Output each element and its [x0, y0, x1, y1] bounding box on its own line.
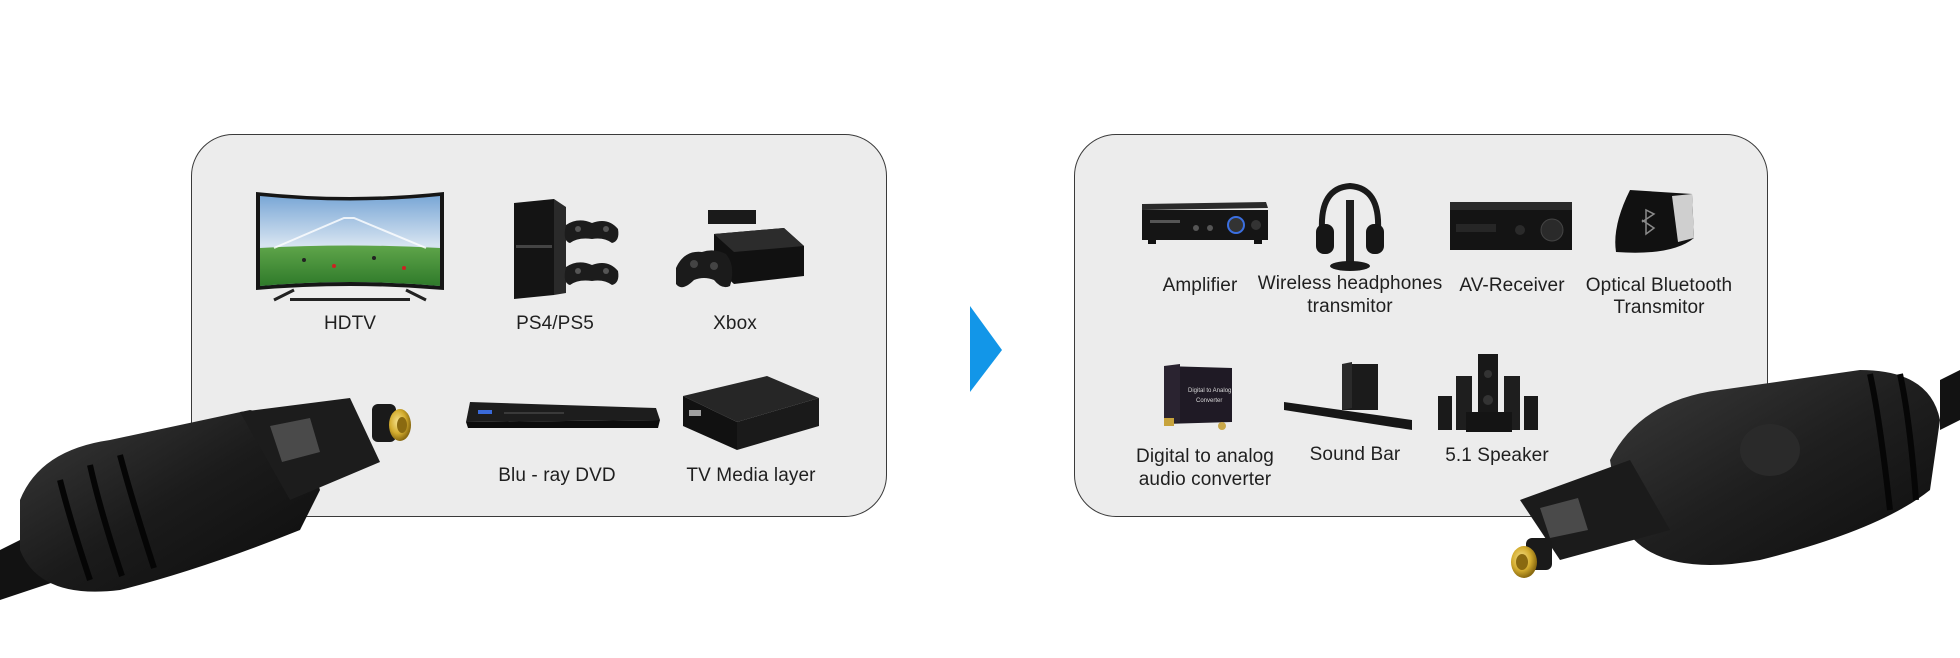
optical-plug-right: [1511, 370, 1960, 578]
device-xbox: [674, 206, 806, 296]
soundbar-icon: [1284, 362, 1412, 430]
device-label-xbox: Xbox: [713, 313, 757, 334]
av-receiver-icon: [1450, 202, 1572, 250]
device-label-soundbar: Sound Bar: [1309, 444, 1401, 465]
device-soundbar: [1282, 362, 1416, 440]
device-label-bluray: Blu - ray DVD: [498, 465, 616, 486]
device-label-bt-line2: Transmitor: [1613, 297, 1705, 318]
game-console-icon: [514, 199, 619, 299]
device-label-headphones-line2: transmitor: [1307, 296, 1393, 317]
device-av-receiver: [1448, 198, 1574, 256]
device-speaker-system: [1436, 352, 1542, 436]
amplifier-icon: [1142, 202, 1268, 244]
device-label-av-receiver: AV-Receiver: [1459, 275, 1565, 296]
speaker-system-icon: [1438, 354, 1538, 432]
device-label-dac-line2: audio converter: [1138, 469, 1272, 490]
device-label-ps4: PS4/PS5: [516, 313, 594, 334]
headphones-icon: [1316, 182, 1384, 271]
device-ps4: [508, 197, 620, 301]
device-bluray: [464, 398, 662, 432]
dac-converter-icon: [1164, 364, 1232, 430]
device-label-dac-line1: Digital to analog: [1136, 446, 1274, 467]
device-dac: Digital to Analog Converter: [1160, 362, 1236, 434]
device-headphones: [1312, 180, 1388, 272]
device-bt-transmitter: [1612, 186, 1698, 260]
device-label-speaker: 5.1 Speaker: [1445, 445, 1549, 466]
device-label-bt-line1: Optical Bluetooth: [1585, 275, 1733, 296]
media-box-icon: [683, 376, 819, 450]
device-label-headphones-line1: Wireless headphones: [1257, 273, 1443, 294]
chevron-right-icon: [970, 306, 1002, 392]
xbox-console-icon: [676, 210, 804, 288]
bluetooth-transmitter-icon: [1615, 190, 1694, 253]
device-amplifier: [1140, 198, 1270, 246]
device-media-box: [681, 374, 821, 454]
device-label-amplifier: Amplifier: [1162, 275, 1238, 296]
device-label-media: TV Media layer: [686, 465, 816, 486]
optical-plug-left: [0, 398, 411, 600]
dac-box-text-line2: Converter: [1196, 398, 1223, 404]
device-label-hdtv: HDTV: [323, 313, 377, 334]
tv-icon: [256, 192, 444, 302]
dac-box-text-line1: Digital to Analog: [1188, 388, 1232, 394]
bluray-player-icon: [466, 402, 660, 428]
device-hdtv: [254, 188, 446, 308]
